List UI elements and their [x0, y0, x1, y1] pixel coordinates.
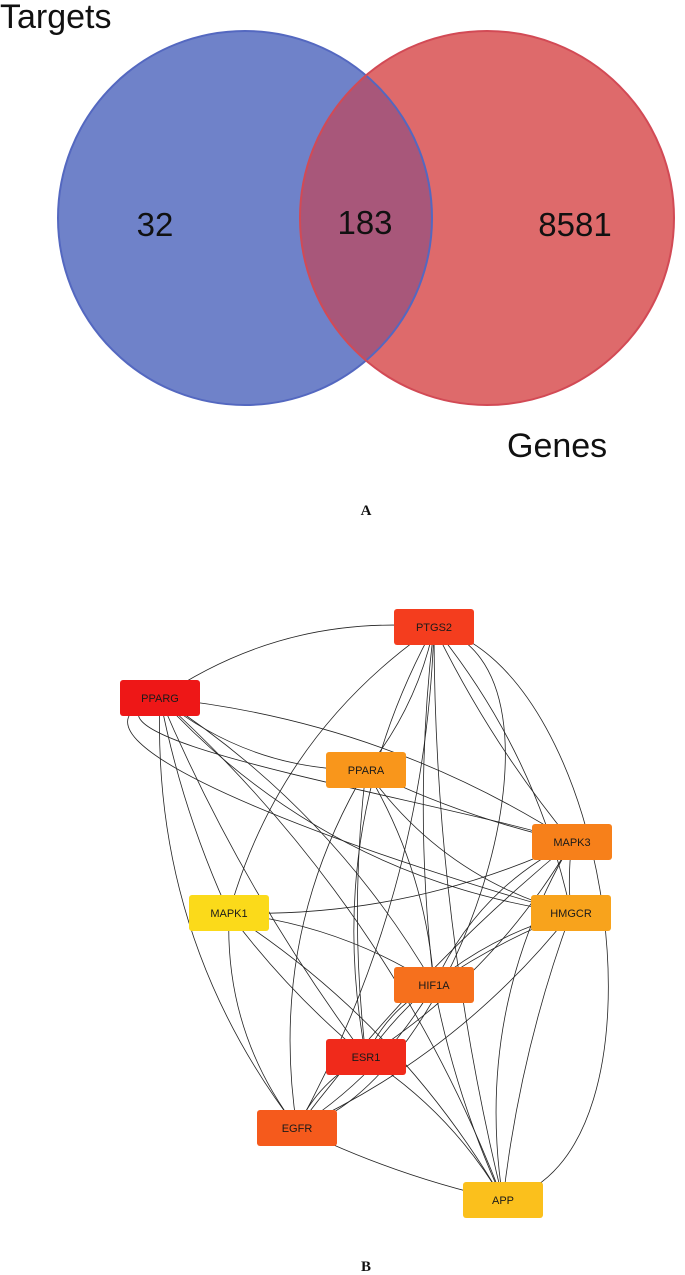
overlap-region — [300, 31, 432, 405]
node-egfr: EGFR — [257, 1110, 337, 1146]
panel-b-caption: B — [361, 1259, 371, 1275]
node-box — [531, 895, 611, 931]
edge-pparg-hif1a — [159, 697, 435, 986]
edge-ptgs2-esr1 — [353, 626, 435, 1058]
node-hmgcr: HMGCR — [531, 895, 611, 931]
node-label: PTGS2 — [416, 622, 452, 634]
only-targets-count: 32 — [137, 206, 174, 243]
only-genes-count: 8581 — [538, 206, 611, 243]
edge-ptgs2-mapk1 — [228, 626, 435, 914]
edge-ptgs2-hif1a — [422, 626, 435, 986]
edge-mapk3-esr1 — [365, 841, 573, 1058]
node-box — [463, 1182, 543, 1218]
edge-ptgs2-mapk3 — [433, 626, 573, 843]
intersection-count: 183 — [337, 204, 392, 241]
edge-ptgs2-pparg — [159, 624, 435, 699]
edge-mapk3-mapk1 — [228, 841, 573, 914]
node-label: EGFR — [282, 1123, 313, 1135]
node-label: HMGCR — [550, 908, 592, 920]
edge-mapk3-app — [495, 841, 573, 1201]
targets-set-label: Targets — [0, 0, 112, 36]
node-mapk1: MAPK1 — [189, 895, 269, 931]
edge-ptgs2-app — [433, 626, 504, 1201]
node-label: HIF1A — [418, 980, 450, 992]
node-box — [532, 824, 612, 860]
node-label: MAPK3 — [553, 837, 590, 849]
node-label: APP — [492, 1195, 514, 1207]
edge-arc-pparg-hmgcr — [127, 697, 572, 914]
edge-pparg-mapk1 — [159, 697, 230, 914]
edge-pparg-esr1 — [159, 697, 367, 1058]
edge-ppara-hif1a — [365, 769, 435, 986]
edge-hmgcr-egfr — [296, 912, 572, 1129]
node-box — [257, 1110, 337, 1146]
node-label: PPARA — [348, 765, 385, 777]
node-box — [394, 967, 474, 1003]
edge-ptgs2-hmgcr — [433, 626, 572, 914]
genes-set-outline — [299, 30, 675, 406]
edge-mapk1-egfr — [228, 912, 298, 1129]
node-mapk3: MAPK3 — [532, 824, 612, 860]
node-esr1: ESR1 — [326, 1039, 406, 1075]
genes-set-label: Genes — [507, 427, 607, 465]
panel-a-caption: A — [361, 503, 372, 519]
node-box — [394, 609, 474, 645]
edge-hmgcr-app — [502, 912, 572, 1201]
edge-ppara-egfr — [289, 769, 367, 1129]
node-hif1a: HIF1A — [394, 967, 474, 1003]
targets-set-outline — [57, 30, 433, 406]
node-ptgs2: PTGS2 — [394, 609, 474, 645]
edge-pparg-hmgcr — [159, 697, 572, 914]
node-app: APP — [463, 1182, 543, 1218]
edge-arc-pparg-mapk3 — [138, 697, 573, 843]
node-label: PPARG — [141, 693, 179, 705]
node-box — [189, 895, 269, 931]
edge-esr1-app — [365, 1056, 504, 1201]
node-label: MAPK1 — [210, 908, 247, 920]
edge-mapk1-esr1 — [228, 912, 367, 1058]
node-box — [120, 680, 200, 716]
node-pparg: PPARG — [120, 680, 200, 716]
edge-ppara-esr1 — [357, 769, 367, 1058]
edge-arc-ptgs2-egfr — [296, 626, 506, 1129]
node-box — [326, 752, 406, 788]
node-ppara: PPARA — [326, 752, 406, 788]
edge-pparg-mapk3 — [159, 697, 573, 843]
node-label: ESR1 — [352, 1052, 381, 1064]
edge-pparg-app — [159, 697, 504, 1201]
node-box — [326, 1039, 406, 1075]
venn-diagram: Targets Genes 32 183 8581 — [0, 0, 675, 465]
edge-hif1a-app — [433, 984, 504, 1201]
